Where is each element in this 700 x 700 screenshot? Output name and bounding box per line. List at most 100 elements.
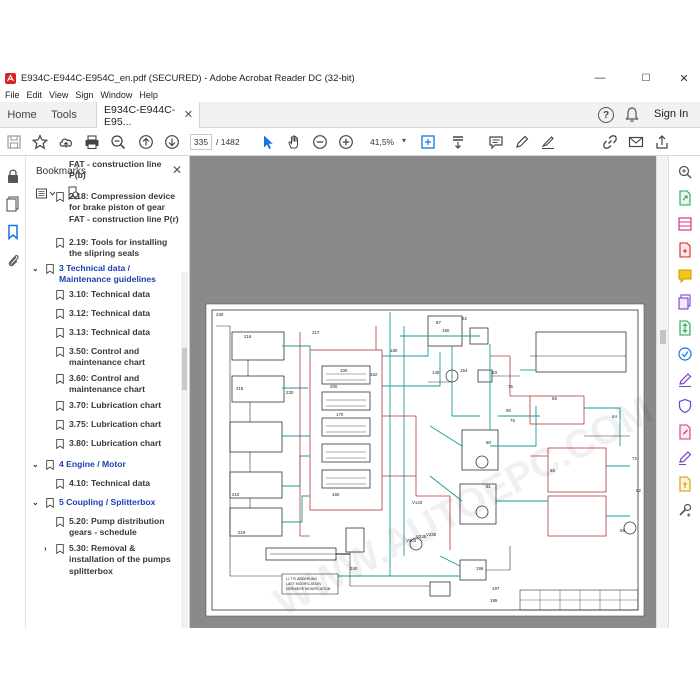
stamp-icon[interactable] <box>677 476 693 492</box>
maximize-button[interactable]: ☐ <box>641 72 651 84</box>
menu-edit[interactable]: Edit <box>26 90 43 100</box>
document-scrollbar[interactable] <box>656 156 668 628</box>
scan-icon[interactable] <box>677 346 693 362</box>
cloud-upload-icon[interactable] <box>56 132 76 152</box>
component-label: 62 <box>636 488 641 493</box>
send-sign-icon[interactable] <box>677 450 693 466</box>
valve-block <box>309 349 383 511</box>
menu-bar: File Edit View Sign Window Help <box>0 88 700 102</box>
pump-symbol <box>475 505 489 519</box>
valve-block <box>461 429 499 471</box>
bookmark-icon <box>56 290 64 300</box>
help-icon[interactable]: ? <box>598 107 614 123</box>
save-icon[interactable] <box>4 132 24 152</box>
tab-home[interactable]: Home <box>7 109 37 121</box>
valve-block <box>231 375 285 403</box>
pilot-line <box>382 415 417 496</box>
component-label: 100 <box>340 368 348 373</box>
component-label: 56 <box>550 468 555 473</box>
menu-help[interactable]: Help <box>139 90 158 100</box>
bookmark-panel-icon[interactable] <box>5 224 21 240</box>
pump-symbol <box>475 455 489 469</box>
bookmark-label: 3.60: Control and maintenance chart <box>69 373 145 395</box>
hydraulic-line <box>382 352 441 387</box>
bookmark-icon <box>56 347 64 357</box>
menu-view[interactable]: View <box>49 90 69 100</box>
fit-page-icon[interactable] <box>418 132 438 152</box>
bookmark-label: 4 Engine / Motor <box>59 459 126 469</box>
link-icon[interactable] <box>600 132 620 152</box>
find-bookmark-icon[interactable] <box>66 186 80 203</box>
component-label: V230 <box>426 532 437 537</box>
scroll-mode-icon[interactable] <box>448 132 468 152</box>
close-tab-icon[interactable]: ✕ <box>183 109 193 121</box>
bookmark-label: 3.75: Lubrication chart <box>69 419 162 429</box>
page-down-icon[interactable] <box>162 132 182 152</box>
bookmark-label: 5.30: Removal & installation of the pump… <box>69 543 171 576</box>
page-up-icon[interactable] <box>136 132 156 152</box>
component-label: 87 <box>436 320 441 325</box>
chevron-right-icon[interactable]: › <box>44 544 47 553</box>
menu-window[interactable]: Window <box>100 90 133 100</box>
chevron-down-icon[interactable]: ⌄ <box>32 264 39 273</box>
mail-icon[interactable] <box>626 132 646 152</box>
search-icon[interactable] <box>677 164 693 180</box>
zoom-out-icon[interactable] <box>108 132 128 152</box>
bookmark-icon <box>46 264 54 274</box>
protect-icon[interactable] <box>677 398 693 414</box>
zoom-level-select[interactable]: 41,5% ▾ <box>366 134 408 150</box>
print-icon[interactable] <box>82 132 102 152</box>
pen-icon[interactable] <box>512 132 532 152</box>
valve-block <box>547 447 607 493</box>
close-panel-icon[interactable]: ✕ <box>172 163 183 177</box>
component-label: 62 <box>462 316 467 321</box>
compress-pdf-icon[interactable] <box>677 320 693 336</box>
component-label: V235 <box>416 534 427 539</box>
lock-icon[interactable] <box>5 168 21 184</box>
select-cursor-icon[interactable] <box>258 132 278 152</box>
comment-icon[interactable] <box>486 132 506 152</box>
comment-tool-icon[interactable] <box>677 268 693 284</box>
component-label: 196 <box>476 566 484 571</box>
tab-tools[interactable]: Tools <box>51 109 77 121</box>
bookmark-options-icon[interactable] <box>36 188 58 203</box>
drain-line <box>216 325 290 577</box>
valve-block <box>529 395 585 425</box>
fill-sign-icon[interactable] <box>677 372 693 388</box>
minimize-button[interactable]: — <box>594 72 606 84</box>
share-icon[interactable] <box>652 132 672 152</box>
star-icon[interactable] <box>30 132 50 152</box>
menu-sign[interactable]: Sign <box>75 90 94 100</box>
bookmark-icon <box>46 460 54 470</box>
combine-files-icon[interactable] <box>677 294 693 310</box>
sign-icon[interactable] <box>538 132 558 152</box>
sign-in-link[interactable]: Sign In <box>654 108 689 120</box>
more-tools-icon[interactable] <box>677 502 693 518</box>
bookmark-icon <box>56 439 64 449</box>
bookmarks-scrollbar[interactable] <box>181 272 188 628</box>
chevron-down-icon[interactable]: ⌄ <box>32 460 39 469</box>
attachment-icon[interactable] <box>5 252 21 268</box>
organize-pages-icon[interactable] <box>677 216 693 232</box>
zoom-plus-icon[interactable] <box>336 132 356 152</box>
valve-block <box>459 483 497 525</box>
bookmarks-title: Bookmarks <box>36 166 87 177</box>
bookmark-icon <box>56 309 64 319</box>
chevron-down-icon[interactable]: ⌄ <box>32 498 39 507</box>
page-number-input[interactable]: 335 <box>190 134 212 150</box>
edit-pdf-icon[interactable] <box>677 424 693 440</box>
zoom-minus-icon[interactable] <box>310 132 330 152</box>
hand-tool-icon[interactable] <box>284 132 304 152</box>
bell-icon[interactable] <box>624 106 640 124</box>
create-pdf-icon[interactable] <box>677 242 693 258</box>
bookmark-label: 3 Technical data / Maintenance guideline… <box>59 263 156 285</box>
valve-block <box>535 331 627 373</box>
hydraulic-line <box>490 406 537 447</box>
export-pdf-icon[interactable] <box>677 190 693 206</box>
tab-document[interactable]: E934C-E944C-E95... ✕ <box>96 102 200 129</box>
close-window-button[interactable]: ✕ <box>679 72 689 85</box>
component-label: 81 <box>486 484 491 489</box>
menu-file[interactable]: File <box>5 90 20 100</box>
page-thumbnails-icon[interactable] <box>5 196 21 212</box>
